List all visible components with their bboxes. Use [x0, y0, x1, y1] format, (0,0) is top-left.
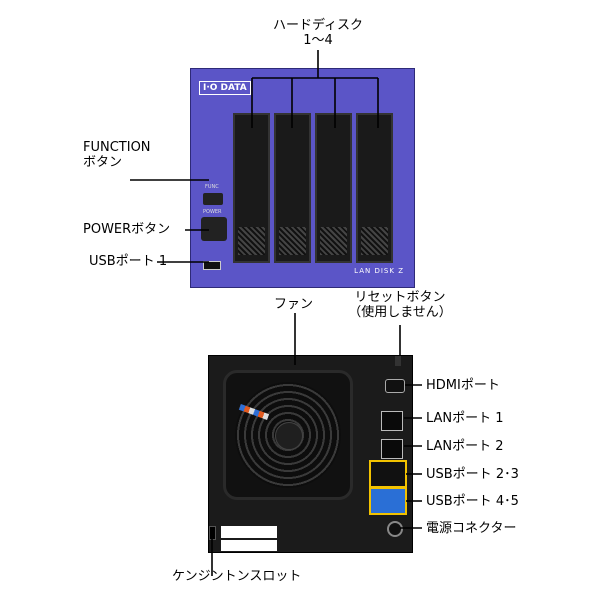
- lan-port-1[interactable]: [381, 411, 403, 431]
- hdd-label: ハードディスク 1～4: [260, 18, 376, 48]
- kensington-slot[interactable]: [209, 526, 216, 540]
- lan-port-2[interactable]: [381, 439, 403, 459]
- label-sticker-1: [221, 526, 277, 538]
- function-button[interactable]: [203, 193, 223, 205]
- reset-label-line1: リセットボタン: [354, 290, 446, 305]
- usb45-label: USBポート 4･5: [426, 494, 519, 509]
- hdmi-port[interactable]: [385, 379, 405, 393]
- reset-label-line2: （使用しません）: [348, 305, 452, 320]
- hdd-bay-1[interactable]: [233, 113, 270, 263]
- nas-back-panel: [208, 355, 413, 553]
- fan-hub: [275, 422, 303, 450]
- function-label-line1: FUNCTION: [83, 140, 151, 155]
- function-label-line2: ボタン: [83, 155, 123, 170]
- reset-label: リセットボタン （使用しません）: [338, 290, 462, 320]
- model-name: LAN DISK Z: [354, 267, 404, 275]
- bay-grill: [238, 227, 265, 255]
- lan2-label: LANポート 2: [426, 439, 504, 454]
- fan-label: ファン: [274, 297, 314, 312]
- hdd-label-line2: 1～4: [303, 33, 333, 48]
- usb-port-1[interactable]: [203, 261, 221, 270]
- brand-logo: I·O DATA: [199, 81, 251, 95]
- nas-front-panel: I·O DATA FUNC POWER LAN DISK Z: [190, 68, 415, 288]
- kensington-label: ケンジントンスロット: [172, 569, 302, 584]
- power-button[interactable]: [201, 217, 227, 241]
- hdmi-label: HDMIポート: [426, 378, 500, 393]
- reset-button: [395, 356, 401, 366]
- hdd-bay-3[interactable]: [315, 113, 352, 263]
- usb-port-2-3[interactable]: [369, 460, 407, 488]
- bay-grill: [279, 227, 306, 255]
- lan1-label: LANポート 1: [426, 411, 504, 426]
- hdd-bay-2[interactable]: [274, 113, 311, 263]
- usb1-label: USBポート 1: [89, 254, 168, 269]
- power-label: POWERボタン: [83, 222, 171, 237]
- dc-label: 電源コネクター: [426, 521, 517, 536]
- usb-port-4-5[interactable]: [369, 487, 407, 515]
- dc-power-connector[interactable]: [387, 521, 403, 537]
- bay-grill: [361, 227, 388, 255]
- hdd-label-line1: ハードディスク: [272, 18, 364, 33]
- function-label: FUNCTION ボタン: [83, 140, 151, 170]
- label-sticker-2: [221, 540, 277, 551]
- power-tag: POWER: [203, 209, 222, 215]
- bay-grill: [320, 227, 347, 255]
- hdd-bay-4[interactable]: [356, 113, 393, 263]
- function-tag: FUNC: [205, 184, 219, 190]
- usb23-label: USBポート 2･3: [426, 467, 519, 482]
